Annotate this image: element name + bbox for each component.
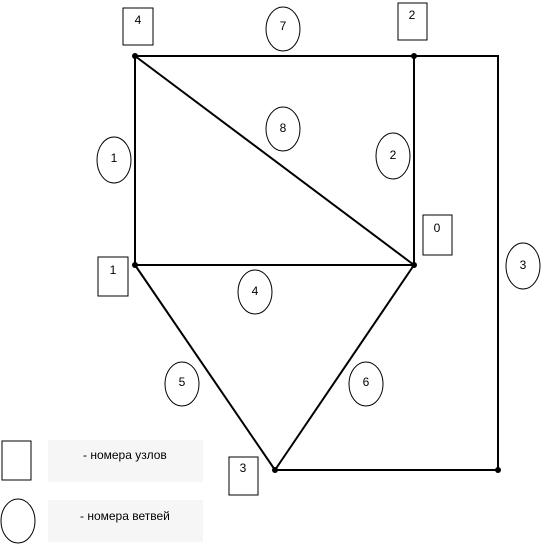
svg-text:6: 6 xyxy=(363,375,370,389)
node-label-2: 2 xyxy=(397,2,428,41)
legend-branch-symbol xyxy=(0,498,36,544)
node-dot-4 xyxy=(132,53,138,59)
branch-label-2: 2 xyxy=(375,132,411,180)
branch-label-3: 3 xyxy=(505,242,541,290)
svg-text:5: 5 xyxy=(179,375,186,389)
branch-label-5: 5 xyxy=(164,361,200,407)
node-dot-0 xyxy=(411,262,417,268)
node-dot-2 xyxy=(411,53,417,59)
svg-text:3: 3 xyxy=(240,461,247,475)
legend-node-symbol xyxy=(1,440,32,481)
edge-8 xyxy=(134,55,415,266)
legend-branches-text: - номера ветвей xyxy=(80,509,170,523)
legend-nodes-bg xyxy=(48,440,203,482)
svg-text:2: 2 xyxy=(409,8,416,22)
svg-text:2: 2 xyxy=(390,148,397,162)
edge-3 xyxy=(274,55,499,471)
node-label-1: 1 xyxy=(97,256,129,297)
legend-nodes-text: - номера узлов xyxy=(83,448,167,462)
branch-label-7: 7 xyxy=(265,6,301,52)
corner-dot xyxy=(495,467,501,473)
branch-label-1: 1 xyxy=(96,136,132,184)
svg-text:4: 4 xyxy=(252,284,259,298)
node-label-3: 3 xyxy=(228,456,259,496)
branch-label-8: 8 xyxy=(265,106,301,152)
node-label-0: 0 xyxy=(422,214,453,256)
node-dot-1 xyxy=(132,262,138,268)
svg-text:8: 8 xyxy=(280,121,287,135)
svg-text:1: 1 xyxy=(111,151,118,165)
svg-text:0: 0 xyxy=(434,221,441,235)
edge-6 xyxy=(274,264,415,471)
legend-branches-bg xyxy=(48,500,203,542)
svg-text:4: 4 xyxy=(135,13,142,27)
branch-label-6: 6 xyxy=(348,361,384,407)
svg-text:3: 3 xyxy=(520,258,527,272)
svg-text:1: 1 xyxy=(110,263,117,277)
svg-text:7: 7 xyxy=(280,19,287,33)
node-dot-3 xyxy=(272,467,278,473)
edge-5 xyxy=(134,264,276,471)
branch-label-4: 4 xyxy=(237,269,273,315)
node-label-4: 4 xyxy=(122,7,154,46)
